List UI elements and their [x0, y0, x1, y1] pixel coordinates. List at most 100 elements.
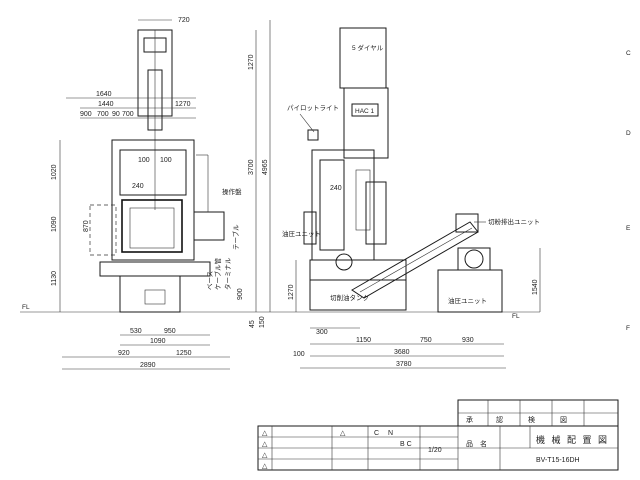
border-mark: C: [626, 50, 631, 57]
dim-inner-870: 870: [83, 220, 90, 232]
side-column: [311, 149, 375, 261]
drawing-scale: 1/20: [428, 447, 442, 454]
label-hydraulic-unit: 油圧ユニット: [448, 296, 487, 305]
dim-bottom-2890: 2890: [140, 362, 156, 369]
rev-mark: △: [340, 430, 346, 437]
front-view: 720 1640 1440 1270 900 700 90 700 100 10…: [51, 17, 271, 370]
tb-cell: 図: [560, 416, 567, 424]
dim-top: 720: [178, 17, 190, 24]
dim-width-1270: 1270: [175, 101, 191, 108]
tb-cell: 検: [528, 415, 535, 424]
dim-inner-100b: 100: [160, 157, 172, 164]
dim-bottom-1090: 1090: [150, 338, 166, 345]
label-side-a: ケーブル管: [213, 257, 222, 290]
label-pilot-light: パイロットライト: [287, 104, 339, 112]
border-mark: F: [626, 325, 630, 332]
dim-side-1150: 1150: [356, 337, 371, 344]
side-head: [343, 87, 389, 159]
label-side-c: テーブル: [231, 224, 240, 250]
dim-side-3680: 3680: [394, 349, 410, 356]
border-marks: C D E F: [626, 50, 631, 332]
side-nameplate: [351, 103, 379, 117]
tb-cell: 品: [466, 440, 473, 448]
side-base-top: [309, 259, 407, 281]
front-body: [111, 139, 195, 261]
label-side-b: ターミナル: [223, 257, 232, 290]
border-mark: E: [626, 225, 631, 232]
dim-inner-100a: 100: [138, 157, 150, 164]
side-slide: [319, 159, 345, 251]
front-spindle-housing: [147, 69, 163, 131]
dim-height-4965: 4965: [262, 159, 269, 175]
dim-height-1270: 1270: [248, 54, 255, 70]
front-table: [129, 207, 175, 249]
side-coolant-unit: [303, 211, 317, 245]
dim-side-930: 930: [462, 337, 474, 344]
rev-mark: △: [262, 430, 268, 437]
dim-height-45: 45: [249, 320, 256, 328]
side-wheel: [335, 253, 353, 271]
side-base: [309, 279, 407, 311]
dim-height-150: 150: [259, 316, 266, 328]
dim-height-1020: 1020: [51, 164, 58, 180]
leader-line: [299, 113, 315, 133]
border-mark: D: [626, 130, 631, 137]
front-base: [119, 275, 181, 313]
dim-bottom-950: 950: [164, 328, 176, 335]
floor-label-right: FL: [512, 313, 520, 320]
tb-cell: C: [374, 430, 379, 437]
dim-side-1540: 1540: [532, 279, 539, 295]
dim-height-1090: 1090: [51, 216, 58, 232]
dim-bottom-530: 530: [130, 328, 142, 335]
dim-width-1440: 1440: [98, 101, 114, 108]
label-controller: 操作盤: [222, 187, 242, 196]
dim-height-3700: 3700: [248, 159, 255, 175]
rev-mark: △: [262, 463, 268, 470]
conveyor-head: [455, 213, 479, 233]
side-view: HAC 1 5 ダイヤル パイロットライト 油圧ユニット 切削油タンク 切粉排出…: [282, 27, 541, 369]
dim-side-100: 100: [293, 351, 305, 358]
label-coolant-unit: 油圧ユニット: [282, 229, 321, 238]
dim-bottom-1250: 1250: [176, 350, 192, 357]
front-base-top: [99, 261, 211, 277]
label-tank: 切削油タンク: [330, 293, 369, 302]
dim-width-1640: 1640: [96, 91, 112, 98]
tb-cell: 承: [466, 415, 473, 424]
tb-cell: 認: [496, 415, 503, 424]
dim-width-700: 700: [97, 111, 109, 118]
side-hydraulic-unit: [437, 269, 503, 313]
front-base-window: [144, 289, 166, 305]
dim-side-750: 750: [420, 337, 432, 344]
pilot-light-icon: [307, 129, 319, 141]
floor-label-left: FL: [22, 304, 30, 311]
side-hydraulic-motor: [457, 247, 491, 271]
label-side-d: ベース: [206, 271, 214, 290]
dim-bottom-920: 920: [118, 350, 130, 357]
front-control-box: [193, 211, 225, 241]
rev-mark: △: [262, 441, 268, 448]
drawing-title: 機 械 配 置 図: [536, 434, 609, 445]
tb-cell: N: [388, 430, 393, 437]
nameplate-text: HAC 1: [355, 108, 375, 115]
label-chip-conveyor: 切粉排出ユニット: [488, 217, 540, 226]
drawing-model: BV-T15-16DH: [536, 457, 580, 464]
side-rail: [355, 169, 371, 231]
front-door-outline: [89, 204, 117, 256]
side-head-top: [339, 27, 387, 89]
tb-cell: 名: [480, 439, 487, 448]
conveyor-belt: [359, 227, 473, 293]
front-upper-window: [119, 149, 187, 196]
rev-mark: △: [262, 452, 268, 459]
dim-inner-240: 240: [132, 183, 144, 190]
dim-width-900: 900: [80, 111, 92, 118]
hydraulic-motor-ring: [464, 249, 484, 269]
label-top: 5 ダイヤル: [352, 43, 384, 52]
dim-side-240: 240: [330, 185, 342, 192]
title-block: △ △ △ △ △ C N B C 品 名 承 認 検 図 1/20 機 械 配…: [257, 399, 619, 471]
side-cover: [365, 181, 387, 245]
dim-width-90: 90: [112, 111, 120, 118]
tb-cell: B C: [400, 441, 412, 448]
dim-side-300: 300: [316, 329, 328, 336]
dim-height-1130: 1130: [51, 271, 58, 286]
dim-height-900: 900: [237, 288, 244, 300]
